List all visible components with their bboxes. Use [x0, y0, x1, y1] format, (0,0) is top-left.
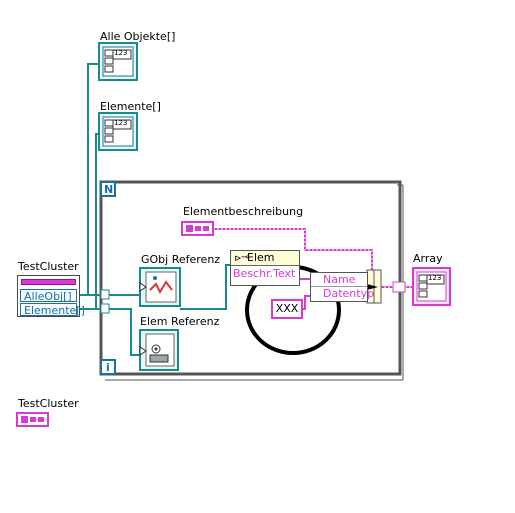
bundle-by-name-node[interactable]: Name Datentyp	[310, 272, 375, 302]
loop-count-label: N	[104, 183, 114, 196]
alle-objekte-digits: 123	[114, 49, 128, 57]
unbundle-header-label: Elem	[247, 251, 275, 264]
label-elemente: Elemente[]	[100, 100, 161, 113]
label-elementbeschreibung: Elementbeschreibung	[183, 205, 304, 218]
elementbeschreibung-constant-icon[interactable]	[181, 221, 214, 236]
reference-icon: ⊳	[234, 254, 242, 264]
array-digits: 123	[428, 274, 442, 282]
loop-tunnels	[100, 281, 406, 314]
label-elem-referenz: Elem Referenz	[140, 315, 220, 328]
loop-iteration-label: i	[106, 361, 110, 374]
bundle-row-datentyp[interactable]: Datentyp	[323, 287, 375, 300]
label-testcluster-top: TestCluster	[18, 260, 79, 273]
string-constant-xxx[interactable]: XXX	[271, 299, 303, 319]
key-icon: ⊸	[241, 252, 250, 263]
gobj-reference-icon[interactable]	[139, 267, 181, 307]
loop-count-terminal[interactable]	[100, 181, 116, 197]
testcluster-unbundle-node[interactable]: AlleObj[] Elemente[]	[17, 275, 85, 317]
label-testcluster-bottom: TestCluster	[18, 397, 79, 410]
cluster-field-elemente[interactable]: Elemente[]	[20, 303, 85, 317]
unbundle-header: ⊳ ⊸ Elem	[231, 251, 299, 266]
indicator-elemente[interactable]	[98, 112, 138, 151]
label-array: Array	[413, 252, 443, 265]
loop-iteration-terminal[interactable]	[100, 359, 116, 375]
elemente-digits: 123	[114, 119, 128, 127]
for-loop[interactable]	[99, 180, 404, 381]
label-gobj-referenz: GObj Referenz	[141, 253, 221, 266]
indicator-alle-objekte[interactable]	[98, 42, 138, 81]
cluster-header-stripe	[21, 279, 76, 285]
cluster-field-alleobj[interactable]: AlleObj[]	[20, 289, 77, 303]
unbundle-by-name-node[interactable]: ⊳ ⊸ Elem Beschr.Text	[230, 250, 300, 286]
bundle-row-name[interactable]: Name	[311, 273, 367, 287]
elem-reference-icon[interactable]	[139, 329, 179, 371]
indicator-array[interactable]	[412, 267, 451, 306]
unbundle-row-beschr-text[interactable]: Beschr.Text	[233, 267, 296, 280]
testcluster-constant-icon[interactable]	[16, 412, 49, 427]
label-alle-objekte: Alle Objekte[]	[100, 30, 176, 43]
pink-wire-pattern	[213, 228, 413, 288]
